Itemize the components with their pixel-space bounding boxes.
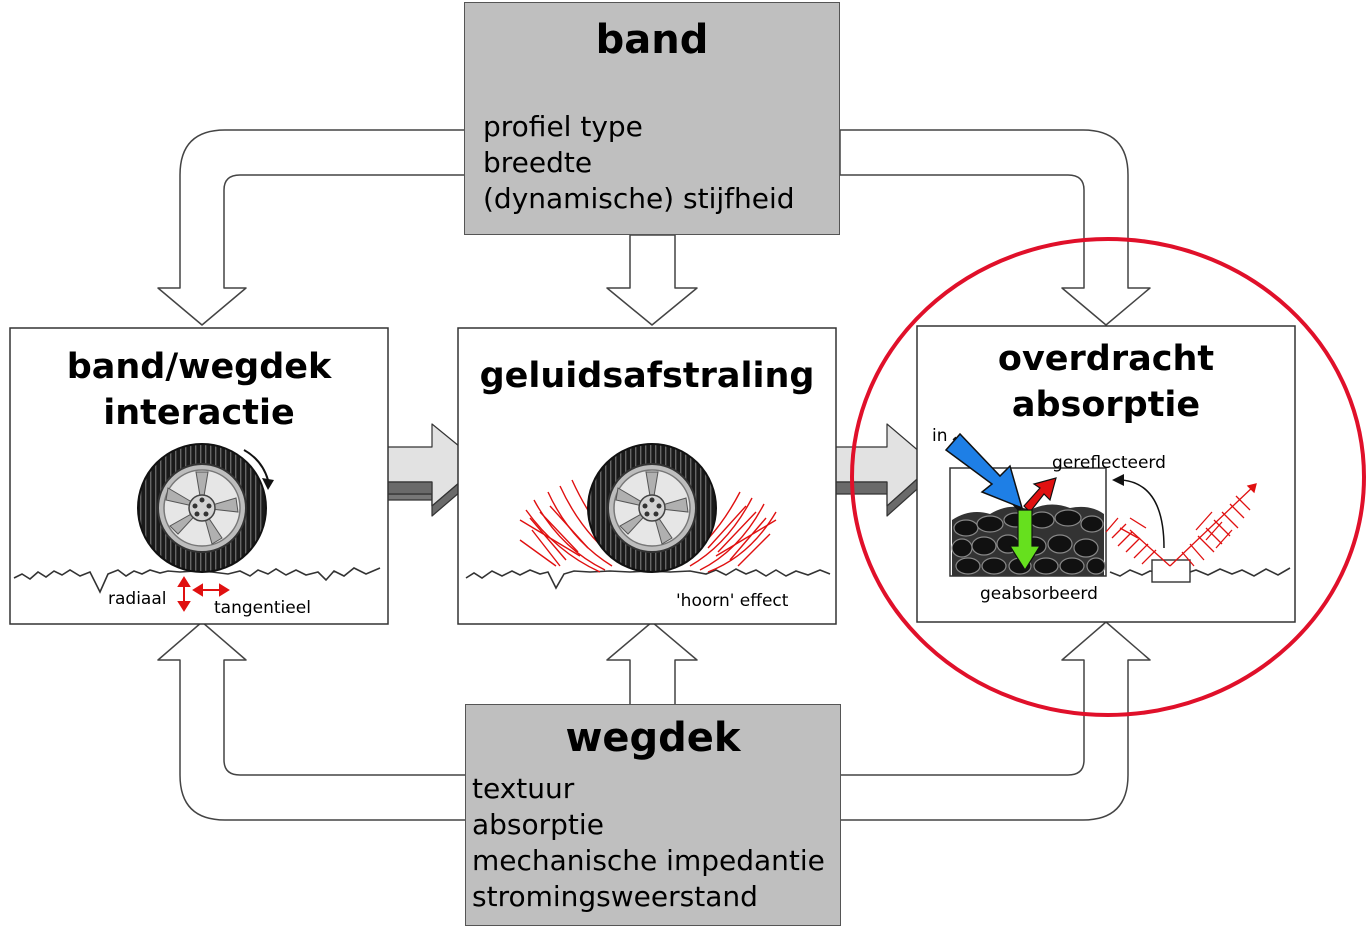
top-left-flow-arrow xyxy=(157,129,471,326)
road-profile-left xyxy=(13,567,381,594)
rotation-arrowhead-icon xyxy=(262,478,274,490)
wegdek-title: wegdek xyxy=(565,715,741,761)
road-profile-right xyxy=(1109,567,1291,577)
interaction-title-line2: interactie xyxy=(103,393,295,433)
top-right-flow-arrow xyxy=(839,129,1151,326)
horn-effect-label: 'hoorn' effect xyxy=(676,591,789,611)
incoming-label: in xyxy=(932,426,948,446)
top-center-flow-arrow xyxy=(606,234,698,326)
reflection-curve-arrowhead-icon xyxy=(1112,474,1124,486)
band-title: band xyxy=(595,17,709,63)
wegdek-box: wegdek textuur absorptie mechanische imp… xyxy=(465,704,841,926)
reflection-detail-lines xyxy=(1105,483,1257,567)
band-box: band profiel type breedte (dynamische) s… xyxy=(464,2,840,235)
list-item: mechanische impedantie xyxy=(472,844,825,877)
radial-arrow-icon xyxy=(177,576,191,612)
transfer-title: overdracht absorptie xyxy=(917,336,1295,428)
reflected-label: gereflecteerd xyxy=(1052,453,1166,473)
radial-label: radiaal xyxy=(108,589,167,609)
tire-interaction xyxy=(137,443,267,573)
list-item: textuur xyxy=(472,772,575,805)
interaction-title: band/wegdek interactie xyxy=(10,344,388,436)
transfer-title-line2: absorptie xyxy=(1011,385,1201,425)
wegdek-properties-list: textuur absorptie mechanische impedantie… xyxy=(472,771,825,915)
rotation-arrow-icon xyxy=(243,449,269,481)
absorbed-label: geabsorbeerd xyxy=(980,584,1098,604)
interaction-title-line1: band/wegdek xyxy=(66,347,332,387)
tangential-label: tangentieel xyxy=(214,598,311,618)
reflection-curve-arrow xyxy=(1121,479,1165,549)
list-item: absorptie xyxy=(472,808,604,841)
band-properties-list: profiel type breedte (dynamische) stijfh… xyxy=(483,109,795,217)
incoming-sound-arrow xyxy=(944,432,1024,510)
list-item: stromingsweerstand xyxy=(472,880,758,913)
list-item: profiel type xyxy=(483,110,643,143)
tire-radiation xyxy=(587,443,717,573)
bottom-center-flow-arrow xyxy=(606,621,698,706)
list-item: (dynamische) stijfheid xyxy=(483,182,795,215)
transfer-title-line1: overdracht xyxy=(997,339,1215,379)
list-item: breedte xyxy=(483,146,593,179)
bottom-left-flow-arrow xyxy=(157,621,471,821)
radiation-title: geluidsafstraling xyxy=(479,356,815,396)
reflected-sound-arrow xyxy=(1023,477,1057,513)
bottom-right-flow-arrow xyxy=(839,621,1151,821)
absorbed-sound-arrow xyxy=(1008,509,1042,572)
reflection-detail-frame xyxy=(1151,559,1191,583)
tangential-arrow-icon xyxy=(192,583,230,597)
highlight-circle xyxy=(850,237,1366,717)
